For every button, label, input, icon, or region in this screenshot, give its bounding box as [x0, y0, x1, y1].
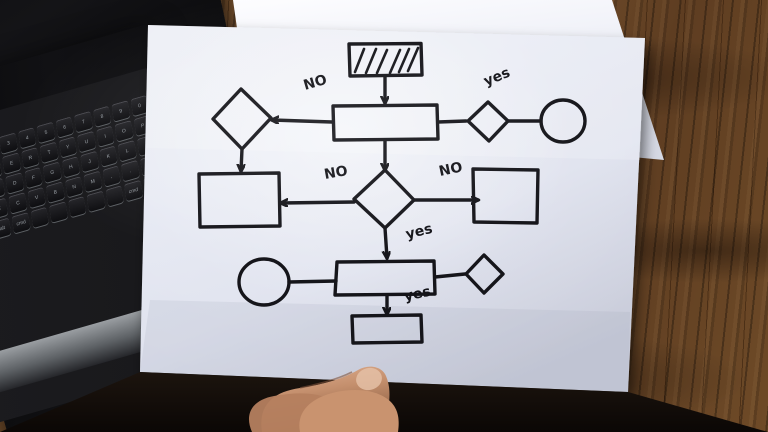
edge-circle-to-bottom-box — [287, 279, 338, 284]
paper-lower-shade — [140, 300, 630, 392]
node-final-box — [350, 313, 424, 345]
edge-main-to-right-diamond — [436, 119, 468, 124]
edge-center-to-lower-left — [281, 202, 356, 203]
edge-label-no-mid-left: NO — [323, 163, 349, 183]
edge-label-yes-center-down: yes — [404, 221, 434, 243]
edge-bottom-box-to-diamond — [433, 272, 467, 279]
palm — [299, 390, 399, 432]
node-lower-left-box — [197, 171, 282, 229]
paper-highlight-band — [146, 25, 645, 160]
edge-center-to-bottom-box — [385, 226, 387, 258]
fingernail — [356, 367, 382, 391]
node-lower-right-box — [471, 167, 540, 225]
paper-sheen — [140, 25, 645, 392]
node-hatched-start-box — [347, 41, 424, 78]
edge-label-no-mid-right: NO — [438, 159, 465, 180]
node-right-decision-diamond — [466, 100, 510, 143]
edge-label-no-top-left: NO — [302, 72, 329, 94]
node-bottom-process-box — [333, 259, 437, 297]
edge-left-diamond-to-box — [241, 147, 242, 171]
finger-crease — [299, 371, 353, 389]
node-main-process-box — [331, 103, 440, 142]
edge-label-yes-bottom-down: yes — [403, 284, 433, 305]
node-right-terminator-circle — [539, 98, 587, 144]
edge-main-to-left-diamond — [272, 120, 334, 122]
node-bottom-small-diamond — [464, 253, 505, 295]
